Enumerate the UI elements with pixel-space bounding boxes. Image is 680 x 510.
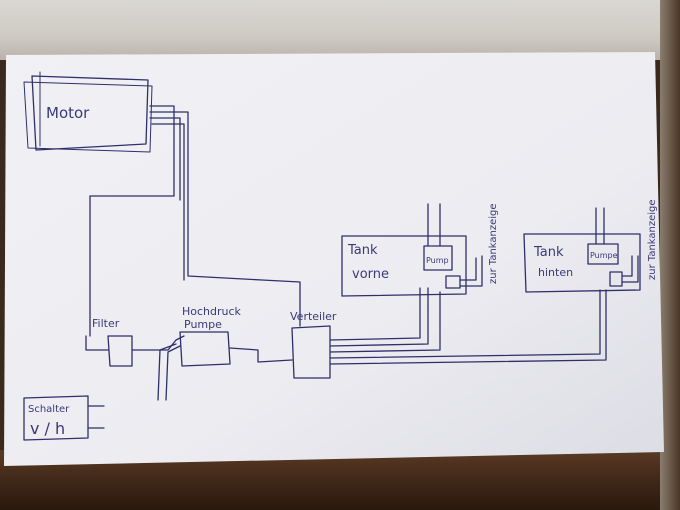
tank-rear-label-line1: Tank — [533, 245, 564, 260]
filter-label: Filter — [92, 317, 120, 330]
filter-box — [107, 335, 133, 367]
pump-return-lines — [157, 343, 181, 401]
distributor-box — [291, 325, 331, 379]
tank-rear-pump-label: Pumpe — [590, 251, 618, 260]
distributor-to-front-tank-lines — [329, 287, 441, 353]
tank-rear-label-line2: hinten — [538, 266, 573, 279]
high-pressure-pump-box — [179, 331, 231, 367]
switch-label-line1: Schalter — [28, 404, 70, 415]
tank-rear-pump-lines — [595, 207, 605, 245]
tank-front-gauge-label: zur Tankanzeige — [488, 203, 499, 284]
pump-label-line1: Hochdruck — [182, 305, 242, 318]
tank-rear-gauge-box — [609, 271, 623, 287]
paper-sheet — [4, 52, 664, 466]
tank-front-gauge-box — [445, 275, 461, 289]
distributor-label: Verteiler — [290, 310, 337, 323]
tank-front-label-line2: vorne — [352, 267, 389, 282]
tank-rear-gauge-lines — [621, 255, 639, 283]
tank-rear-box — [523, 233, 641, 293]
switch-box — [23, 395, 89, 441]
tank-front-label-line1: Tank — [347, 243, 378, 258]
switch-lines — [87, 405, 105, 429]
tank-front-pump-label: Pump — [426, 256, 449, 265]
distributor-to-rear-tank-lines — [329, 289, 607, 365]
tank-front-pump-box — [423, 245, 453, 271]
pump-label-line2: Pumpe — [184, 318, 222, 331]
motor-label: Motor — [46, 104, 90, 122]
tank-front-gauge-lines — [459, 255, 483, 287]
switch-label-line2: v / h — [30, 419, 65, 438]
motor-box — [23, 71, 153, 153]
desk-background-right — [660, 0, 680, 510]
tank-rear-pump-box — [587, 243, 619, 265]
desk-background-top — [0, 0, 680, 60]
pump-to-distributor-line — [229, 347, 293, 363]
tank-front-pump-lines — [427, 203, 441, 247]
filter-in-line — [85, 335, 109, 351]
tank-rear-gauge-label: zur Tankanzeige — [647, 199, 658, 280]
tank-front-box — [341, 235, 467, 297]
motor-pipe-lines — [89, 105, 301, 337]
